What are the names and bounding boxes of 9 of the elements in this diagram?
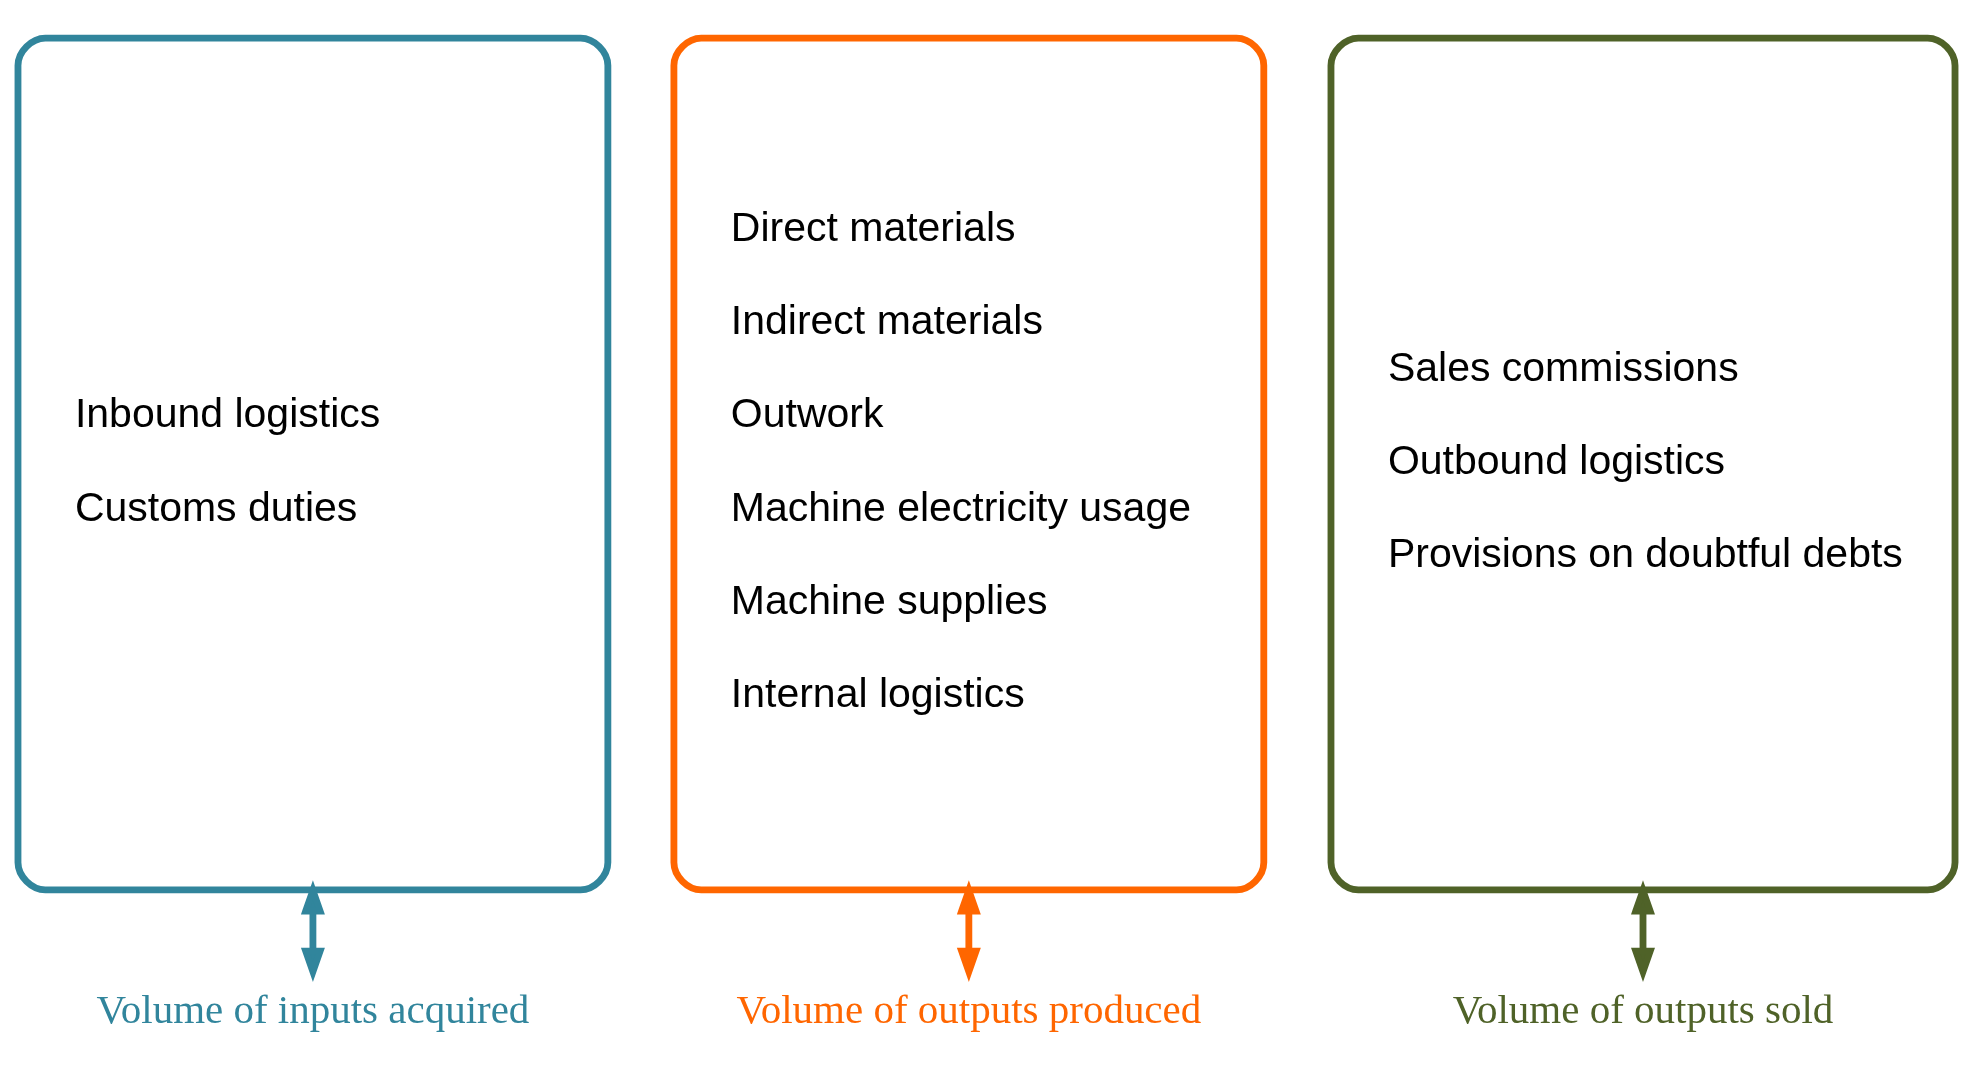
node-text: Volume of inputs acquired <box>96 985 530 1032</box>
node-box: Sales commissions Outbound logistics Provisions on doubtful debts <box>1327 34 1959 893</box>
node-text: Volume of outputs produced <box>736 985 1202 1032</box>
node-text: Volume of outputs sold <box>1452 985 1834 1032</box>
arrow <box>300 879 325 982</box>
node-box: Inbound logistics Customs duties <box>14 34 612 893</box>
arrow <box>956 879 981 982</box>
node-box: Direct materials Indirect materials Outwork Machine electricity usage Machine supplies Internal logistics <box>670 34 1268 893</box>
arrow <box>1631 879 1655 982</box>
